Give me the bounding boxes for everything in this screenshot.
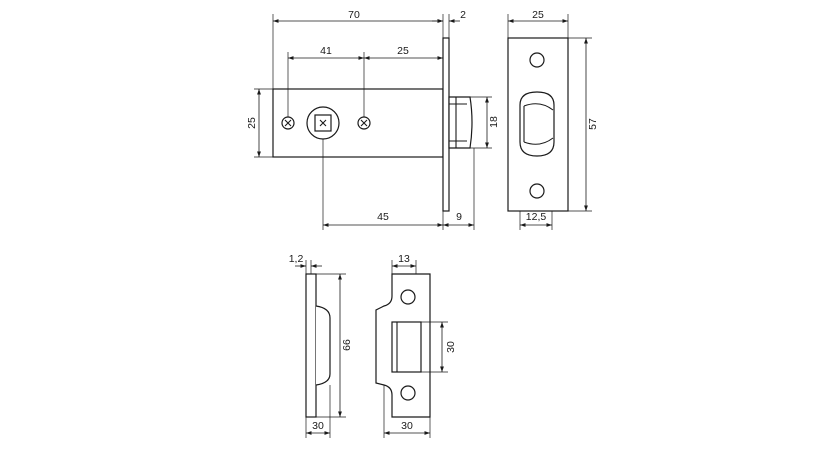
dim-label-13: 13 bbox=[398, 253, 410, 265]
latch-faceplate-edge bbox=[442, 37, 450, 212]
dim-label-30-side: 30 bbox=[312, 420, 324, 432]
dim-faceplate-width: 25 bbox=[507, 9, 569, 38]
spindle-hub-icon bbox=[306, 106, 340, 140]
strike-screw-hole-bottom-icon bbox=[400, 385, 416, 401]
dim-strike-height: 66 bbox=[316, 273, 353, 418]
faceplate-screw-hole-top-icon bbox=[529, 52, 545, 68]
latch-bolt bbox=[448, 96, 473, 149]
dim-label-41: 41 bbox=[320, 45, 332, 57]
bolt-opening bbox=[519, 91, 555, 157]
dim-latch-length: 70 bbox=[272, 9, 444, 89]
dim-label-25-faceplate: 25 bbox=[532, 9, 544, 21]
dim-label-30-vertical: 30 bbox=[445, 341, 457, 353]
dim-strike-opening: 30 bbox=[421, 321, 457, 373]
dim-strike-lip: 13 bbox=[391, 253, 417, 274]
screw-hole-left-icon bbox=[281, 116, 295, 130]
dim-backset: 45 9 bbox=[322, 139, 475, 230]
dim-label-25-left: 25 bbox=[246, 117, 258, 129]
dim-label-70: 70 bbox=[348, 9, 360, 21]
dim-faceplate-height: 57 bbox=[568, 37, 599, 212]
dim-label-2: 2 bbox=[460, 9, 466, 21]
dim-body-height: 25 bbox=[246, 88, 273, 158]
strike-opening bbox=[391, 321, 422, 373]
dim-strike-thickness: 1,2 bbox=[289, 253, 322, 274]
dim-strike-width: 30 bbox=[383, 385, 431, 438]
faceplate-front-view bbox=[507, 37, 569, 212]
dim-label-12-5: 12,5 bbox=[526, 211, 547, 223]
dim-label-57: 57 bbox=[587, 118, 599, 130]
screw-hole-right-icon bbox=[357, 116, 371, 130]
dim-label-30-front: 30 bbox=[401, 420, 413, 432]
faceplate-screw-hole-bottom-icon bbox=[529, 183, 545, 199]
dim-screw-spacing: 41 25 bbox=[287, 45, 443, 117]
strike-screw-hole-top-icon bbox=[400, 289, 416, 305]
strike-lip-curve bbox=[315, 305, 331, 386]
dim-label-45: 45 bbox=[377, 211, 389, 223]
dim-label-66: 66 bbox=[341, 339, 353, 351]
dim-strike-depth: 30 bbox=[305, 385, 331, 438]
dim-faceplate-center: 12,5 bbox=[519, 211, 553, 230]
dim-label-25-top: 25 bbox=[397, 45, 409, 57]
dim-label-18: 18 bbox=[488, 116, 500, 128]
dim-faceplate-thickness: 2 bbox=[432, 9, 466, 38]
dim-bolt-height: 18 bbox=[470, 96, 500, 149]
latch-side-view bbox=[272, 37, 473, 212]
dim-label-9: 9 bbox=[456, 211, 462, 223]
dim-label-1-2: 1,2 bbox=[289, 253, 304, 265]
strike-front-view bbox=[375, 273, 431, 418]
strike-side-view bbox=[305, 273, 331, 418]
strike-plate-edge bbox=[305, 273, 317, 418]
